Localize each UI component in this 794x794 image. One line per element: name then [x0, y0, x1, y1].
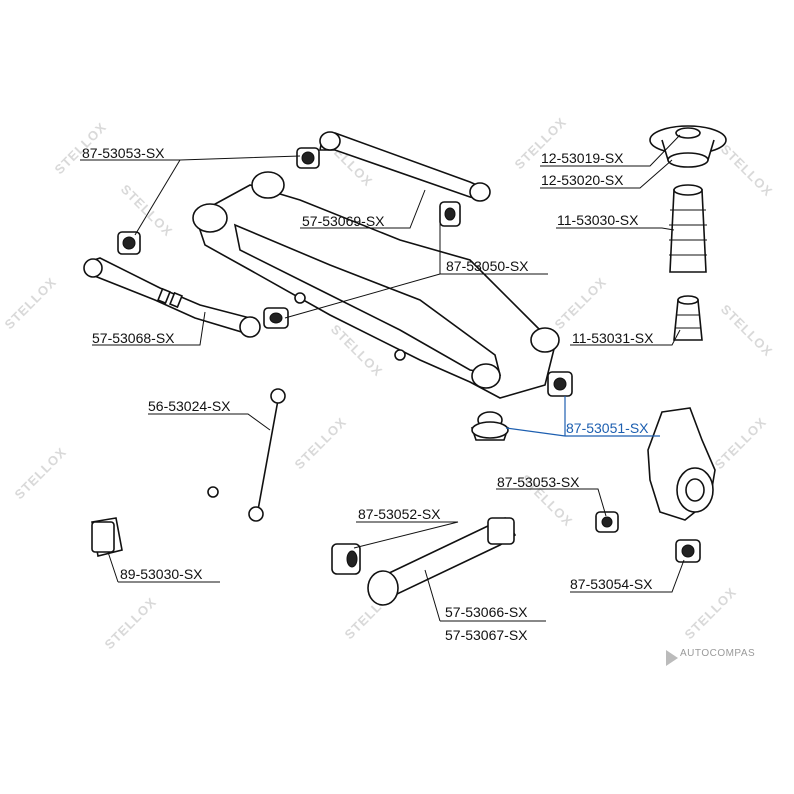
label-12-53019: 12-53019-SX	[541, 150, 624, 166]
label-57-53067: 57-53067-SX	[445, 627, 528, 643]
label-87-53052: 87-53052-SX	[358, 506, 441, 522]
lower-arm-57-53066	[367, 516, 517, 606]
label-87-53051: 87-53051-SX	[566, 420, 649, 436]
label-56-53024: 56-53024-SX	[148, 398, 231, 414]
stabilizer-bushing	[91, 517, 123, 557]
watermark: STELLOX	[718, 142, 776, 200]
watermark: STELLOX	[292, 414, 350, 472]
watermark: STELLOX	[12, 444, 70, 502]
label-87-53053-upper: 87-53053-SX	[82, 145, 165, 161]
bump-stop	[673, 295, 703, 341]
label-11-53030: 11-53030-SX	[557, 212, 639, 228]
bushing-87-53053-lower	[595, 511, 619, 533]
stabilizer-link	[248, 388, 286, 522]
label-57-53068: 57-53068-SX	[92, 330, 175, 346]
label-89-53030: 89-53030-SX	[120, 566, 203, 582]
label-87-53054: 87-53054-SX	[570, 576, 653, 592]
bushing-87-53051	[470, 371, 573, 441]
watermark: STELLOX	[552, 274, 610, 332]
bushing-87-53052	[331, 543, 361, 575]
label-57-53069: 57-53069-SX	[302, 213, 385, 229]
label-87-53053-lower: 87-53053-SX	[497, 474, 580, 490]
bushing-87-53054	[675, 539, 701, 563]
bushing-87-53050	[263, 201, 461, 329]
label-87-53050: 87-53050-SX	[446, 258, 529, 274]
watermark: STELLOX	[712, 414, 770, 472]
label-11-53031: 11-53031-SX	[572, 330, 654, 346]
stabilizer-bar	[71, 480, 219, 498]
watermark: STELLOX	[2, 274, 60, 332]
watermark: STELLOX	[102, 594, 160, 652]
brand-logo-icon	[666, 650, 678, 666]
leader-lines	[80, 134, 685, 622]
knuckle	[647, 407, 716, 521]
watermark: STELLOX	[118, 182, 176, 240]
strut-top-mount	[649, 125, 727, 168]
label-12-53020: 12-53020-SX	[541, 172, 624, 188]
watermark: STELLOX	[718, 302, 776, 360]
dust-boot	[669, 184, 707, 273]
lateral-arm-57-53068	[83, 257, 261, 338]
rear-subframe	[192, 171, 560, 399]
label-57-53066: 57-53066-SX	[445, 604, 528, 620]
brand-text: AUTOCOMPAS	[680, 648, 756, 659]
bushing-87-53053-upper	[117, 147, 320, 255]
watermark: STELLOX	[682, 584, 740, 642]
upper-control-arm	[319, 131, 491, 202]
